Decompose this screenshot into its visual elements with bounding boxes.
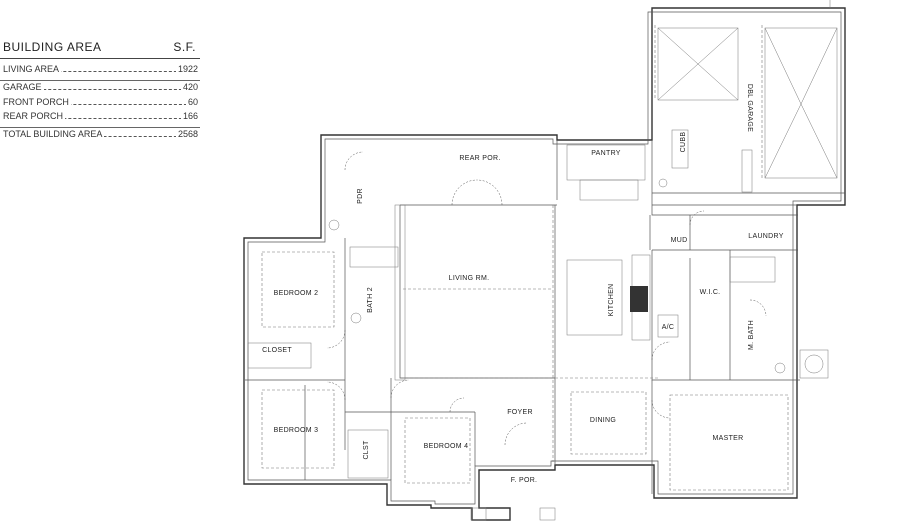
label-rear-porch: REAR POR. [459,155,500,162]
garage [652,25,845,206]
label-front-porch: F. POR. [511,477,538,484]
area-row-value: 420 [180,82,198,92]
doors [326,151,767,446]
label-pdr: PDR [357,188,364,204]
area-row-garage: GARAGE 420 [0,80,200,96]
area-header-unit: S.F. [173,40,196,54]
label-master: MASTER [713,435,744,442]
label-pantry: PANTRY [591,150,621,157]
label-closet: CLOSET [262,347,292,354]
label-wic: W.I.C. [700,289,721,296]
label-living-rm: LIVING RM. [449,275,490,282]
label-bedroom-2: BEDROOM 2 [274,290,319,297]
area-row-value: 2568 [175,129,198,139]
label-bedroom-4: BEDROOM 4 [424,443,469,450]
area-row-front-porch: FRONT PORCH 60 [0,96,200,110]
leader-dashes [3,104,197,105]
label-laundry: LAUNDRY [748,233,783,240]
leader-dashes [3,89,197,90]
area-row-label: REAR PORCH [3,111,66,121]
label-kitchen: KITCHEN [608,284,615,317]
label-m-bath: M. BATH [748,320,755,350]
exterior-walls [243,0,846,521]
area-row-label: TOTAL BUILDING AREA [3,129,105,139]
label-ac: A/C [662,324,675,331]
label-dbl-garage: DBL GARAGE [746,84,753,132]
label-clst: CLST [363,440,370,460]
label-foyer: FOYER [507,409,533,416]
room-labels: REAR POR. PANTRY DBL GARAGE LAUNDRY MUD … [262,84,783,484]
leader-dashes [3,118,197,119]
building-area-table: BUILDING AREA S.F. LIVING AREA 1922 GARA… [0,40,200,143]
area-row-value: 60 [185,97,198,107]
area-row-living: LIVING AREA 1922 [0,63,200,77]
area-row-label: GARAGE [3,82,44,92]
label-bedroom-3: BEDROOM 3 [274,427,319,434]
area-row-total: TOTAL BUILDING AREA 2568 [0,127,200,143]
area-row-label: LIVING AREA [3,64,62,74]
interior-walls [245,140,829,521]
label-mud: MUD [671,237,688,244]
label-dining: DINING [590,417,616,424]
leader-dashes [3,71,197,72]
area-row-label: FRONT PORCH [3,97,71,107]
area-table-header: BUILDING AREA S.F. [0,40,200,59]
ceiling-lines [261,205,789,491]
area-row-value: 1922 [175,64,198,74]
label-cubb: CUBB [680,132,687,153]
area-row-value: 166 [180,111,198,121]
label-bath-2: BATH 2 [367,287,374,313]
area-header-label: BUILDING AREA [3,40,102,54]
area-row-rear-porch: REAR PORCH 166 [0,110,200,124]
